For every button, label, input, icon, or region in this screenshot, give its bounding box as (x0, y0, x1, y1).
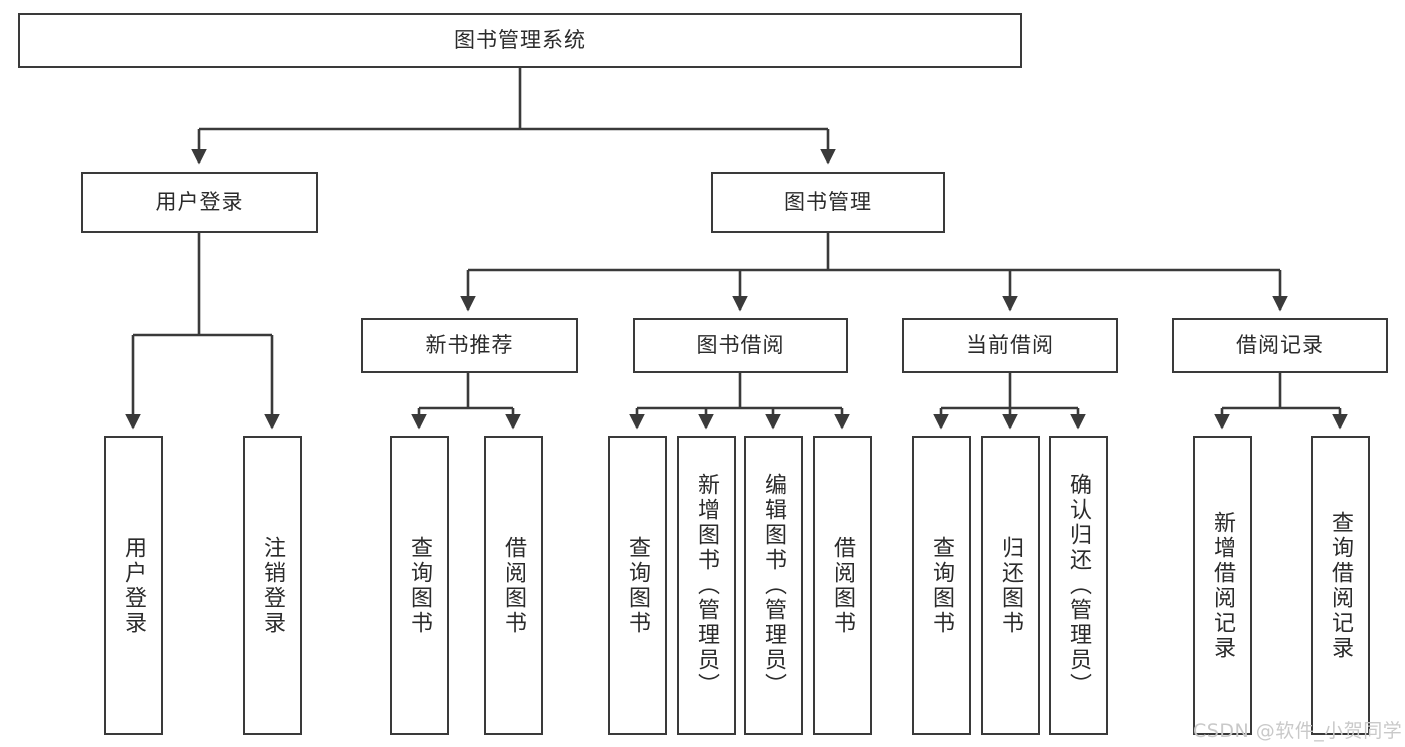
node-label: 归还图书 (998, 535, 1024, 636)
node-label: 借阅记录 (1236, 333, 1324, 358)
leaf-query-book-recommend[interactable]: 查询图书 (390, 436, 449, 735)
node-book-borrow[interactable]: 图书借阅 (633, 318, 848, 373)
leaf-user-login[interactable]: 用户登录 (104, 436, 163, 735)
csdn-watermark: CSDN @软件_小贺同学 (1193, 720, 1403, 742)
leaf-inner: 查询图书 (914, 438, 969, 733)
node-label: 借阅图书 (830, 535, 856, 636)
leaf-logout[interactable]: 注销登录 (243, 436, 302, 735)
node-user-login[interactable]: 用户登录 (81, 172, 318, 233)
node-label: 图书借阅 (696, 333, 785, 358)
leaf-inner: 归还图书 (983, 438, 1038, 733)
node-current-borrow[interactable]: 当前借阅 (902, 318, 1118, 373)
node-borrow-record[interactable]: 借阅记录 (1172, 318, 1388, 373)
node-new-book-recommend[interactable]: 新书推荐 (361, 318, 578, 373)
node-label: 确认归还（管理员） (1066, 473, 1092, 698)
leaf-edit-book-admin[interactable]: 编辑图书（管理员） (744, 436, 803, 735)
leaf-inner: 用户登录 (106, 438, 161, 733)
leaf-inner: 注销登录 (245, 438, 300, 733)
node-label: 新增借阅记录 (1210, 510, 1236, 661)
leaf-inner: 新增借阅记录 (1195, 438, 1250, 733)
leaf-inner: 编辑图书（管理员） (746, 438, 801, 733)
leaf-query-borrow-record[interactable]: 查询借阅记录 (1311, 436, 1370, 735)
node-root-system[interactable]: 图书管理系统 (18, 13, 1022, 68)
node-label: 当前借阅 (966, 333, 1054, 358)
leaf-inner: 借阅图书 (815, 438, 870, 733)
leaf-query-book-borrow[interactable]: 查询图书 (608, 436, 667, 735)
leaf-query-book-current[interactable]: 查询图书 (912, 436, 971, 735)
node-label: 查询借阅记录 (1328, 510, 1354, 661)
node-label: 新书推荐 (425, 333, 514, 358)
node-label: 图书管理 (784, 190, 872, 215)
node-label: 借阅图书 (501, 535, 527, 636)
leaf-return-book[interactable]: 归还图书 (981, 436, 1040, 735)
leaf-inner: 查询借阅记录 (1313, 438, 1368, 733)
node-label: 查询图书 (407, 535, 433, 636)
node-label: 用户登录 (155, 190, 244, 215)
leaf-inner: 确认归还（管理员） (1051, 438, 1106, 733)
node-label: 查询图书 (929, 535, 955, 636)
leaf-inner: 新增图书（管理员） (679, 438, 734, 733)
leaf-borrow-book-recommend[interactable]: 借阅图书 (484, 436, 543, 735)
node-label: 注销登录 (260, 535, 286, 636)
leaf-inner: 查询图书 (610, 438, 665, 733)
node-book-management[interactable]: 图书管理 (711, 172, 945, 233)
leaf-confirm-return-admin[interactable]: 确认归还（管理员） (1049, 436, 1108, 735)
node-label: 查询图书 (625, 535, 651, 636)
leaf-inner: 借阅图书 (486, 438, 541, 733)
node-label: 编辑图书（管理员） (761, 473, 787, 698)
leaf-add-borrow-record[interactable]: 新增借阅记录 (1193, 436, 1252, 735)
node-label: 用户登录 (121, 535, 147, 636)
leaf-inner: 查询图书 (392, 438, 447, 733)
leaf-borrow-book[interactable]: 借阅图书 (813, 436, 872, 735)
node-label: 新增图书（管理员） (694, 473, 720, 698)
leaf-add-book-admin[interactable]: 新增图书（管理员） (677, 436, 736, 735)
node-label: 图书管理系统 (454, 28, 586, 53)
